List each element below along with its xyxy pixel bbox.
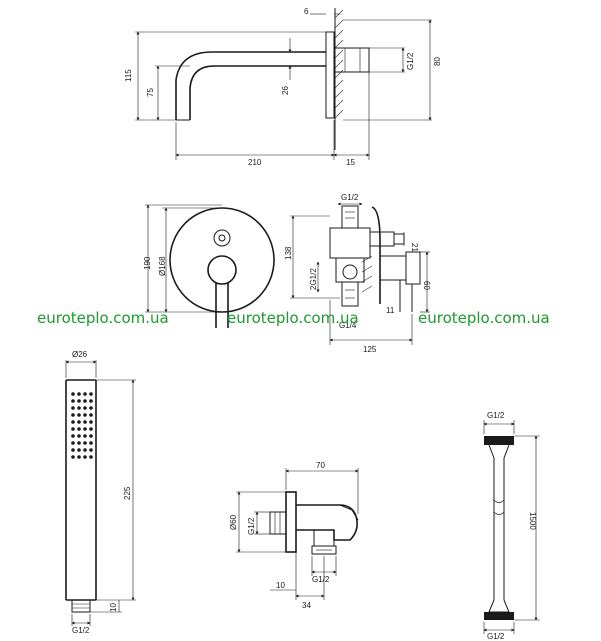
- watermark-center: euroteplo.com.ua: [227, 309, 359, 327]
- dim-spout-depth: 15: [346, 158, 355, 167]
- holder-drawing: 70 Ø60 G1/2 G1/2 34 10: [229, 461, 359, 610]
- mixer-handle: [207, 255, 237, 285]
- diverter-knob: [213, 229, 231, 247]
- mixer-front-drawing: 190 Ø168: [143, 204, 275, 328]
- cartridge: [379, 255, 407, 281]
- bottom-outlet: [341, 281, 359, 307]
- spout-body-outer: [175, 51, 326, 120]
- dim-plate-diameter: Ø168: [158, 256, 167, 276]
- side-inlet: [342, 264, 358, 280]
- handshower-body: [65, 379, 97, 601]
- dim-side-thread: 2G1/2: [309, 268, 318, 290]
- dim-outlet-offset: 21: [410, 243, 419, 252]
- dim-holder-diameter: Ø60: [229, 514, 238, 530]
- mixer-body: [329, 227, 371, 259]
- dim-handshower-thread: G1/2: [72, 626, 90, 635]
- dim-body-height: 138: [284, 246, 293, 260]
- dim-connector-height: 10: [109, 603, 118, 612]
- hose-nut-bottom: [484, 612, 514, 620]
- dim-height-outlet: 75: [146, 88, 155, 97]
- dim-hose-thread-bottom: G1/2: [487, 632, 505, 641]
- dim-holder-width: 70: [316, 461, 325, 470]
- dim-depth-small: 11: [386, 306, 395, 315]
- dim-holder-depth: 34: [302, 601, 311, 610]
- dim-handshower-diameter: Ø26: [72, 350, 88, 359]
- dim-handshower-length: 225: [123, 486, 132, 500]
- dim-holder-thread-left: G1/2: [247, 517, 256, 535]
- mixer-lever: [215, 283, 229, 328]
- mixer-side-drawing: G1/2 138 2G1/2 21 60 G1/4 11 125: [284, 193, 431, 354]
- nozzle-grid: [71, 392, 93, 459]
- top-inlet: [341, 205, 359, 229]
- hose-nut-top: [484, 436, 514, 445]
- dim-bottom-thread: G1/4: [339, 321, 357, 330]
- spout-drawing: 6 115 75 26 G1/2 80 210 15: [124, 7, 442, 167]
- holder-flange: [285, 491, 297, 553]
- dim-plate-height: 190: [143, 256, 152, 270]
- dim-wall-thickness: 6: [304, 7, 309, 16]
- hose-drawing: G1/2 1500 G1/2: [483, 411, 540, 641]
- holder-arm: [296, 504, 358, 541]
- handshower-connector: [71, 599, 91, 613]
- bottom-block: [335, 257, 365, 283]
- diverter-stem: [369, 231, 395, 247]
- cover-plate: [169, 207, 275, 313]
- dim-top-thread: G1/2: [341, 193, 359, 202]
- side-plate: [371, 206, 381, 304]
- hose-left: [488, 444, 495, 600]
- watermark-left: euroteplo.com.ua: [37, 309, 169, 327]
- dim-hose-thread-top: G1/2: [487, 411, 505, 420]
- dim-spout-thread: G1/2: [406, 52, 415, 70]
- dim-holder-offset: 10: [276, 581, 285, 590]
- holder-outlet: [313, 529, 335, 547]
- holder-inlet: [269, 511, 287, 535]
- spout-body-inner: [189, 65, 326, 120]
- wall-hatch: [334, 8, 344, 150]
- spout-flange: [325, 31, 335, 119]
- dim-pipe-diameter: 26: [281, 86, 290, 95]
- hose-right: [503, 444, 510, 600]
- dim-hose-length: 1500: [528, 512, 537, 530]
- hose-cone-bottom: [488, 599, 510, 613]
- dim-height-total: 115: [124, 69, 133, 82]
- dim-depth-total: 125: [363, 345, 377, 354]
- dim-side-height: 60: [422, 281, 431, 290]
- dim-holder-thread-bottom: G1/2: [312, 575, 330, 584]
- watermark-right: euroteplo.com.ua: [418, 309, 550, 327]
- spout-connector: [334, 47, 370, 73]
- dim-spout-length: 210: [248, 158, 262, 167]
- dim-flange-height: 80: [433, 57, 442, 66]
- handshower-drawing: Ø26 225 10 G1/2: [65, 350, 136, 635]
